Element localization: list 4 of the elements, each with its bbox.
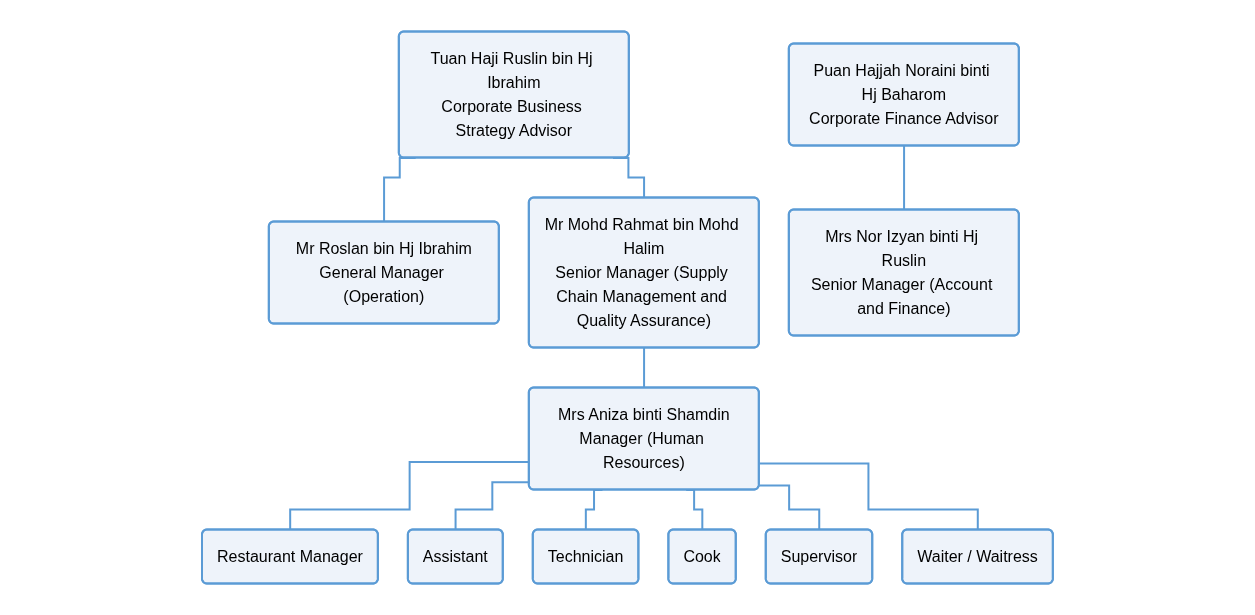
connector	[758, 462, 980, 531]
connector	[758, 484, 821, 531]
connector	[643, 347, 646, 389]
connector	[903, 145, 906, 211]
